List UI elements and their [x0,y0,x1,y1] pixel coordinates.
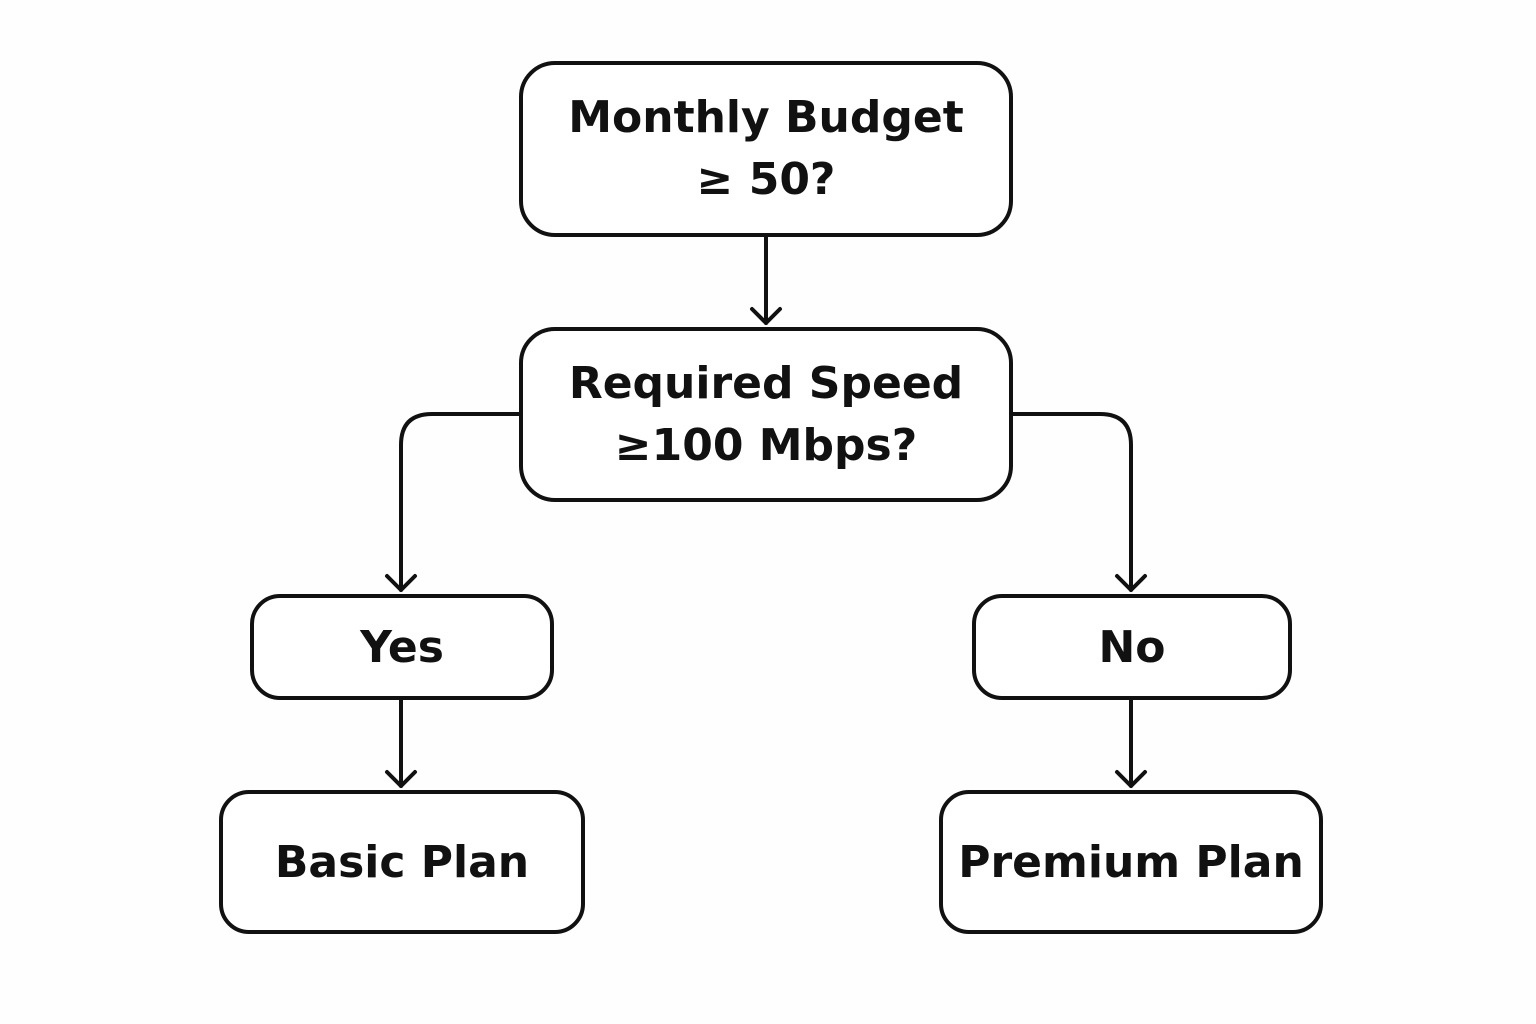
connector-speed-to-no [1011,412,1133,592]
arrowhead-speed-to-no [1115,574,1147,592]
node-label: Basic Plan [274,836,530,888]
node-label-line1: Required Speed [568,357,964,409]
node-label: Premium Plan [958,836,1304,888]
arrowhead-yes-to-basic [385,770,417,788]
node-label-line1: Monthly Budget [568,92,964,143]
arrowhead-speed-to-yes [385,574,417,592]
connector-speed-to-yes [399,412,521,592]
arrowhead-no-to-premium [1115,770,1147,788]
outcome-node-premium-plan: Premium Plan [939,790,1323,934]
arrowhead-budget-to-speed [750,307,782,325]
outcome-node-basic-plan: Basic Plan [219,790,585,934]
node-label-line2: ≥ 50? [696,154,836,205]
branch-node-yes: Yes [250,594,554,700]
decision-node-required-speed: Required Speed ≥100 Mbps? [519,327,1013,502]
decision-node-monthly-budget: Monthly Budget ≥ 50? [519,61,1013,237]
node-label-line2: ≥100 Mbps? [614,419,918,471]
node-label: Yes [360,621,444,673]
node-label: No [1098,621,1166,673]
branch-node-no: No [972,594,1292,700]
